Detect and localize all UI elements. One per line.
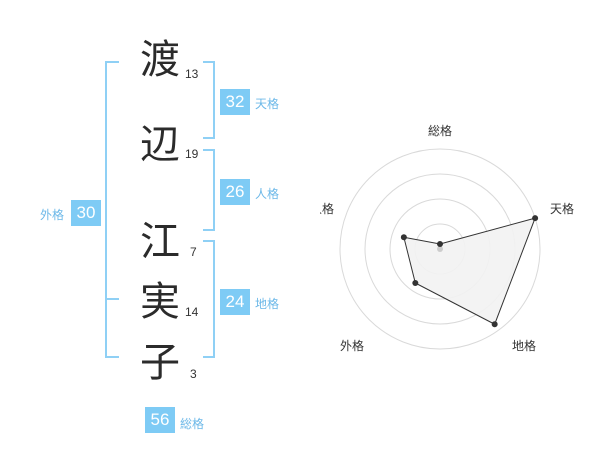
stroke-count-2: 19: [185, 147, 199, 161]
radar-axis-label: 天格: [550, 201, 574, 216]
chikaku-value: 24: [220, 289, 250, 315]
stroke-count-1: 13: [185, 67, 199, 81]
name-char-2: 辺: [140, 122, 180, 168]
jinkaku-value: 26: [220, 179, 250, 205]
name-char-3: 江: [140, 219, 180, 265]
name-char-1: 渡: [140, 37, 180, 83]
stroke-count-5: 3: [190, 367, 197, 381]
radar-axis-label: 地格: [512, 338, 536, 353]
radar-axis-label: 総格: [428, 123, 452, 138]
chikaku-bracket: [203, 240, 215, 358]
tenkaku-label: 天格: [255, 97, 280, 111]
tenkaku-value: 32: [220, 89, 250, 115]
gaikaku-label: 外格: [40, 208, 65, 222]
radar-point: [412, 279, 419, 286]
radar-point: [532, 215, 539, 222]
radar-point: [400, 234, 407, 241]
tenkaku-bracket: [203, 61, 215, 139]
jinkaku-label: 人格: [255, 187, 280, 201]
radar-point: [491, 321, 498, 328]
soukaku-label: 総格: [180, 417, 205, 431]
stroke-count-4: 14: [185, 305, 199, 319]
radar-axis-label: 外格: [340, 338, 364, 353]
name-char-4: 実: [140, 279, 180, 325]
gaikaku-bracket: [105, 61, 119, 358]
radar-axis-label: 人格: [320, 201, 334, 216]
chikaku-label: 地格: [255, 297, 280, 311]
radar-point: [437, 241, 443, 247]
soukaku-value: 56: [145, 407, 175, 433]
gaikaku-bracket-tick: [105, 298, 119, 300]
radar-area: [403, 217, 536, 325]
radar-center-dot: [437, 246, 443, 252]
jinkaku-bracket: [203, 149, 215, 231]
gaikaku-value: 30: [71, 200, 101, 226]
name-char-5: 子: [140, 340, 180, 386]
stroke-count-3: 7: [190, 245, 197, 259]
